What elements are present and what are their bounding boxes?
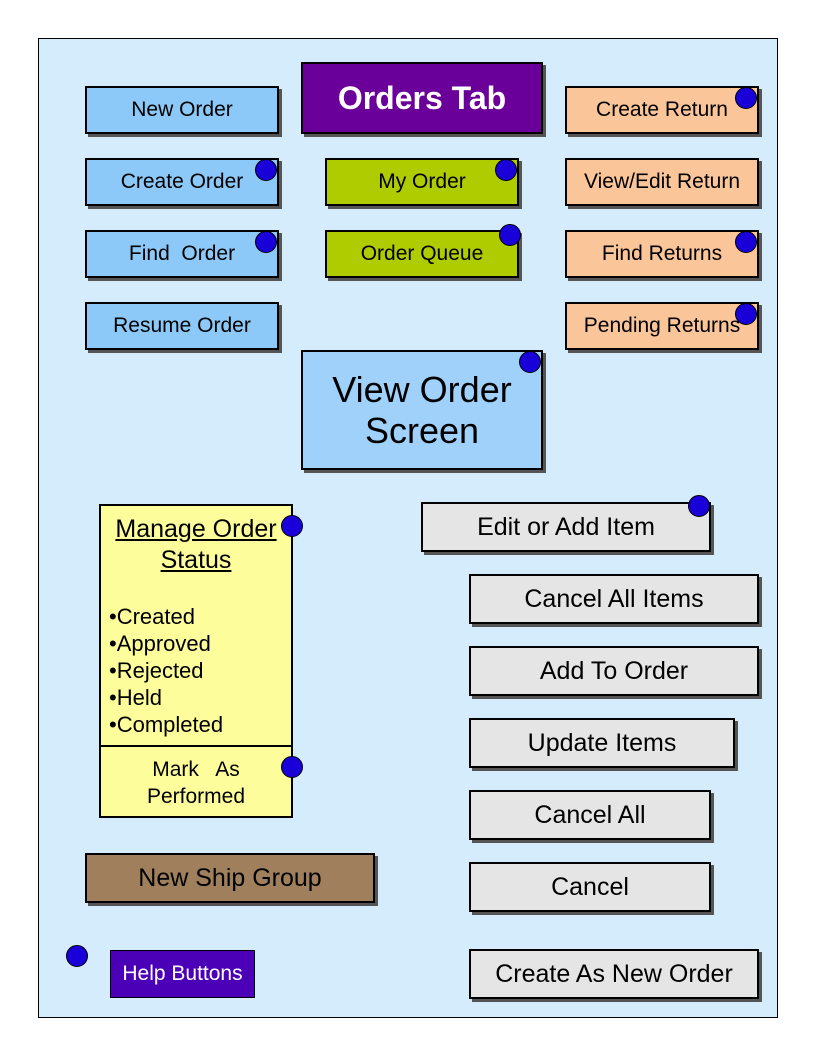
- status-item-rejected: Rejected: [109, 657, 223, 684]
- cancel-button[interactable]: Cancel: [469, 862, 711, 912]
- help-dot-icon[interactable]: [281, 756, 303, 778]
- help-dot-icon[interactable]: [735, 87, 757, 109]
- find-returns-button[interactable]: Find Returns: [565, 230, 759, 278]
- my-order-button[interactable]: My Order: [325, 158, 519, 206]
- status-item-completed: Completed: [109, 711, 223, 738]
- status-item-approved: Approved: [109, 630, 223, 657]
- view-order-screen-line1: View Order: [332, 368, 512, 410]
- create-return-button[interactable]: Create Return: [565, 86, 759, 134]
- cancel-all-items-button[interactable]: Cancel All Items: [469, 574, 759, 624]
- help-dot-icon[interactable]: [688, 495, 710, 517]
- pending-returns-button[interactable]: Pending Returns: [565, 302, 759, 350]
- new-order-button[interactable]: New Order: [85, 86, 279, 134]
- status-title-line2: Status: [160, 546, 232, 574]
- view-order-screen-line2: Screen: [364, 410, 480, 451]
- help-dot-icon: [66, 945, 88, 967]
- help-dot-icon[interactable]: [735, 231, 757, 253]
- help-dot-icon[interactable]: [495, 159, 517, 181]
- mark-line2: Performed: [146, 785, 246, 808]
- manage-order-status-title: Manage Order Status: [101, 514, 291, 576]
- new-ship-group-button[interactable]: New Ship Group: [85, 853, 375, 903]
- mark-line1: Mark As: [152, 758, 240, 781]
- status-item-held: Held: [109, 684, 223, 711]
- create-as-new-order-button[interactable]: Create As New Order: [469, 949, 759, 999]
- help-dot-icon[interactable]: [281, 515, 303, 537]
- status-list: Created Approved Rejected Held Completed: [109, 603, 223, 738]
- help-dot-icon[interactable]: [519, 351, 541, 373]
- resume-order-button[interactable]: Resume Order: [85, 302, 279, 350]
- status-divider: [101, 745, 291, 747]
- add-to-order-button[interactable]: Add To Order: [469, 646, 759, 696]
- help-buttons-legend: Help Buttons: [110, 950, 255, 998]
- view-order-screen-box: View Order Screen: [301, 350, 543, 470]
- update-items-button[interactable]: Update Items: [469, 718, 735, 768]
- orders-tab-title: Orders Tab: [301, 62, 543, 134]
- cancel-all-button[interactable]: Cancel All: [469, 790, 711, 840]
- help-dot-icon[interactable]: [255, 231, 277, 253]
- status-title-line1: Manage Order: [115, 515, 277, 543]
- help-dot-icon[interactable]: [255, 159, 277, 181]
- find-order-button[interactable]: Find Order: [85, 230, 279, 278]
- order-queue-button[interactable]: Order Queue: [325, 230, 519, 278]
- view-edit-return-button[interactable]: View/Edit Return: [565, 158, 759, 206]
- create-order-button[interactable]: Create Order: [85, 158, 279, 206]
- status-item-created: Created: [109, 603, 223, 630]
- help-dot-icon[interactable]: [499, 224, 521, 246]
- edit-or-add-item-button[interactable]: Edit or Add Item: [421, 502, 711, 552]
- manage-order-status-box: Manage Order Status Created Approved Rej…: [99, 504, 293, 818]
- mark-as-performed-button[interactable]: Mark As Performed: [101, 756, 291, 810]
- help-dot-icon[interactable]: [735, 303, 757, 325]
